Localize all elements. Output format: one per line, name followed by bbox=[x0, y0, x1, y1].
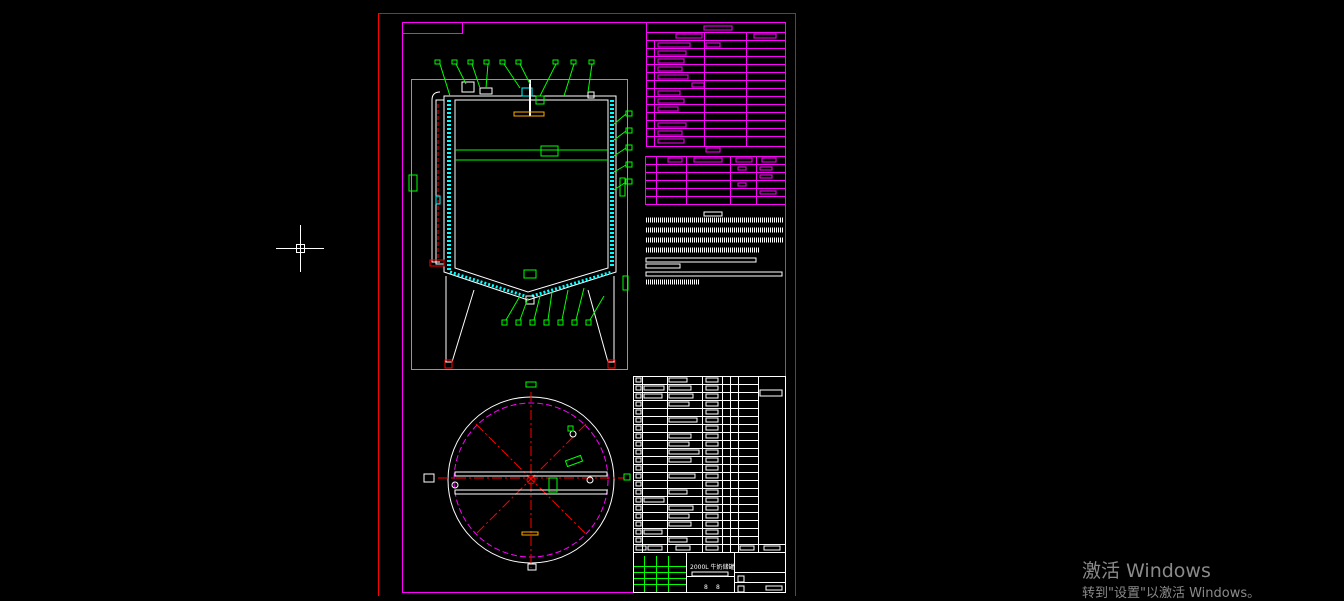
activation-watermark-subtitle[interactable]: 转到"设置"以激活 Windows。 bbox=[1082, 586, 1261, 601]
sheet-mark-2: 8 bbox=[716, 584, 720, 591]
title-block bbox=[633, 552, 786, 593]
technical-specs-table bbox=[646, 22, 786, 147]
frame-corner-tag bbox=[402, 22, 463, 34]
sheet-mark-1: 8 bbox=[704, 584, 708, 591]
sheet-border bbox=[378, 13, 796, 596]
tank-plan-view bbox=[423, 381, 631, 571]
crosshair-icon[interactable] bbox=[276, 225, 324, 272]
technical-notes bbox=[645, 211, 784, 285]
tank-elevation-view bbox=[408, 59, 633, 370]
drawing-frame bbox=[402, 22, 786, 593]
parts-list-table bbox=[633, 376, 786, 553]
title-block-name: 2000L 牛奶储罐 bbox=[690, 563, 735, 571]
activation-watermark-title: 激活 Windows bbox=[1082, 560, 1211, 582]
nozzle-table bbox=[645, 147, 786, 205]
